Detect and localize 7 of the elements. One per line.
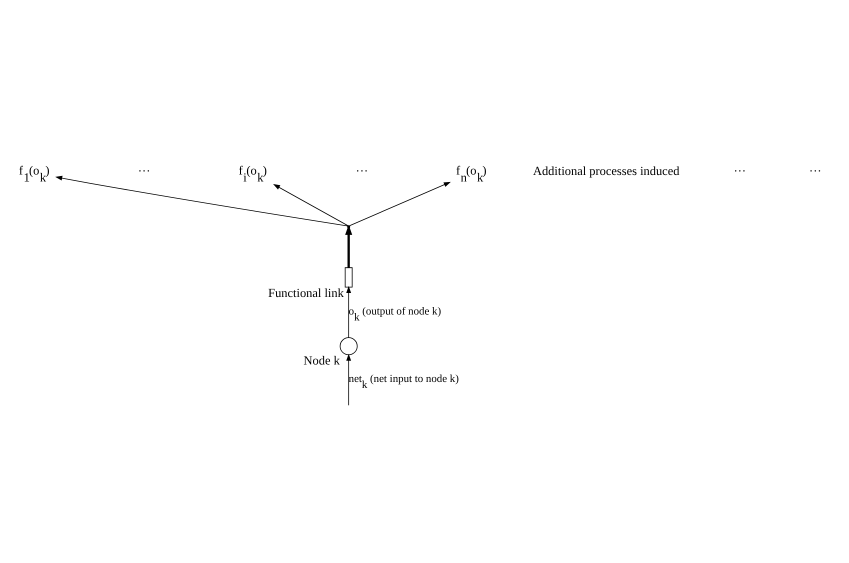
node-label: Node k — [304, 353, 340, 368]
label: ··· — [734, 164, 746, 178]
label: ··· — [356, 164, 368, 178]
label: ··· — [138, 164, 150, 178]
label: ··· — [809, 164, 822, 178]
node-label: Functional link — [268, 286, 344, 300]
label: Additional processes induced — [532, 164, 680, 178]
